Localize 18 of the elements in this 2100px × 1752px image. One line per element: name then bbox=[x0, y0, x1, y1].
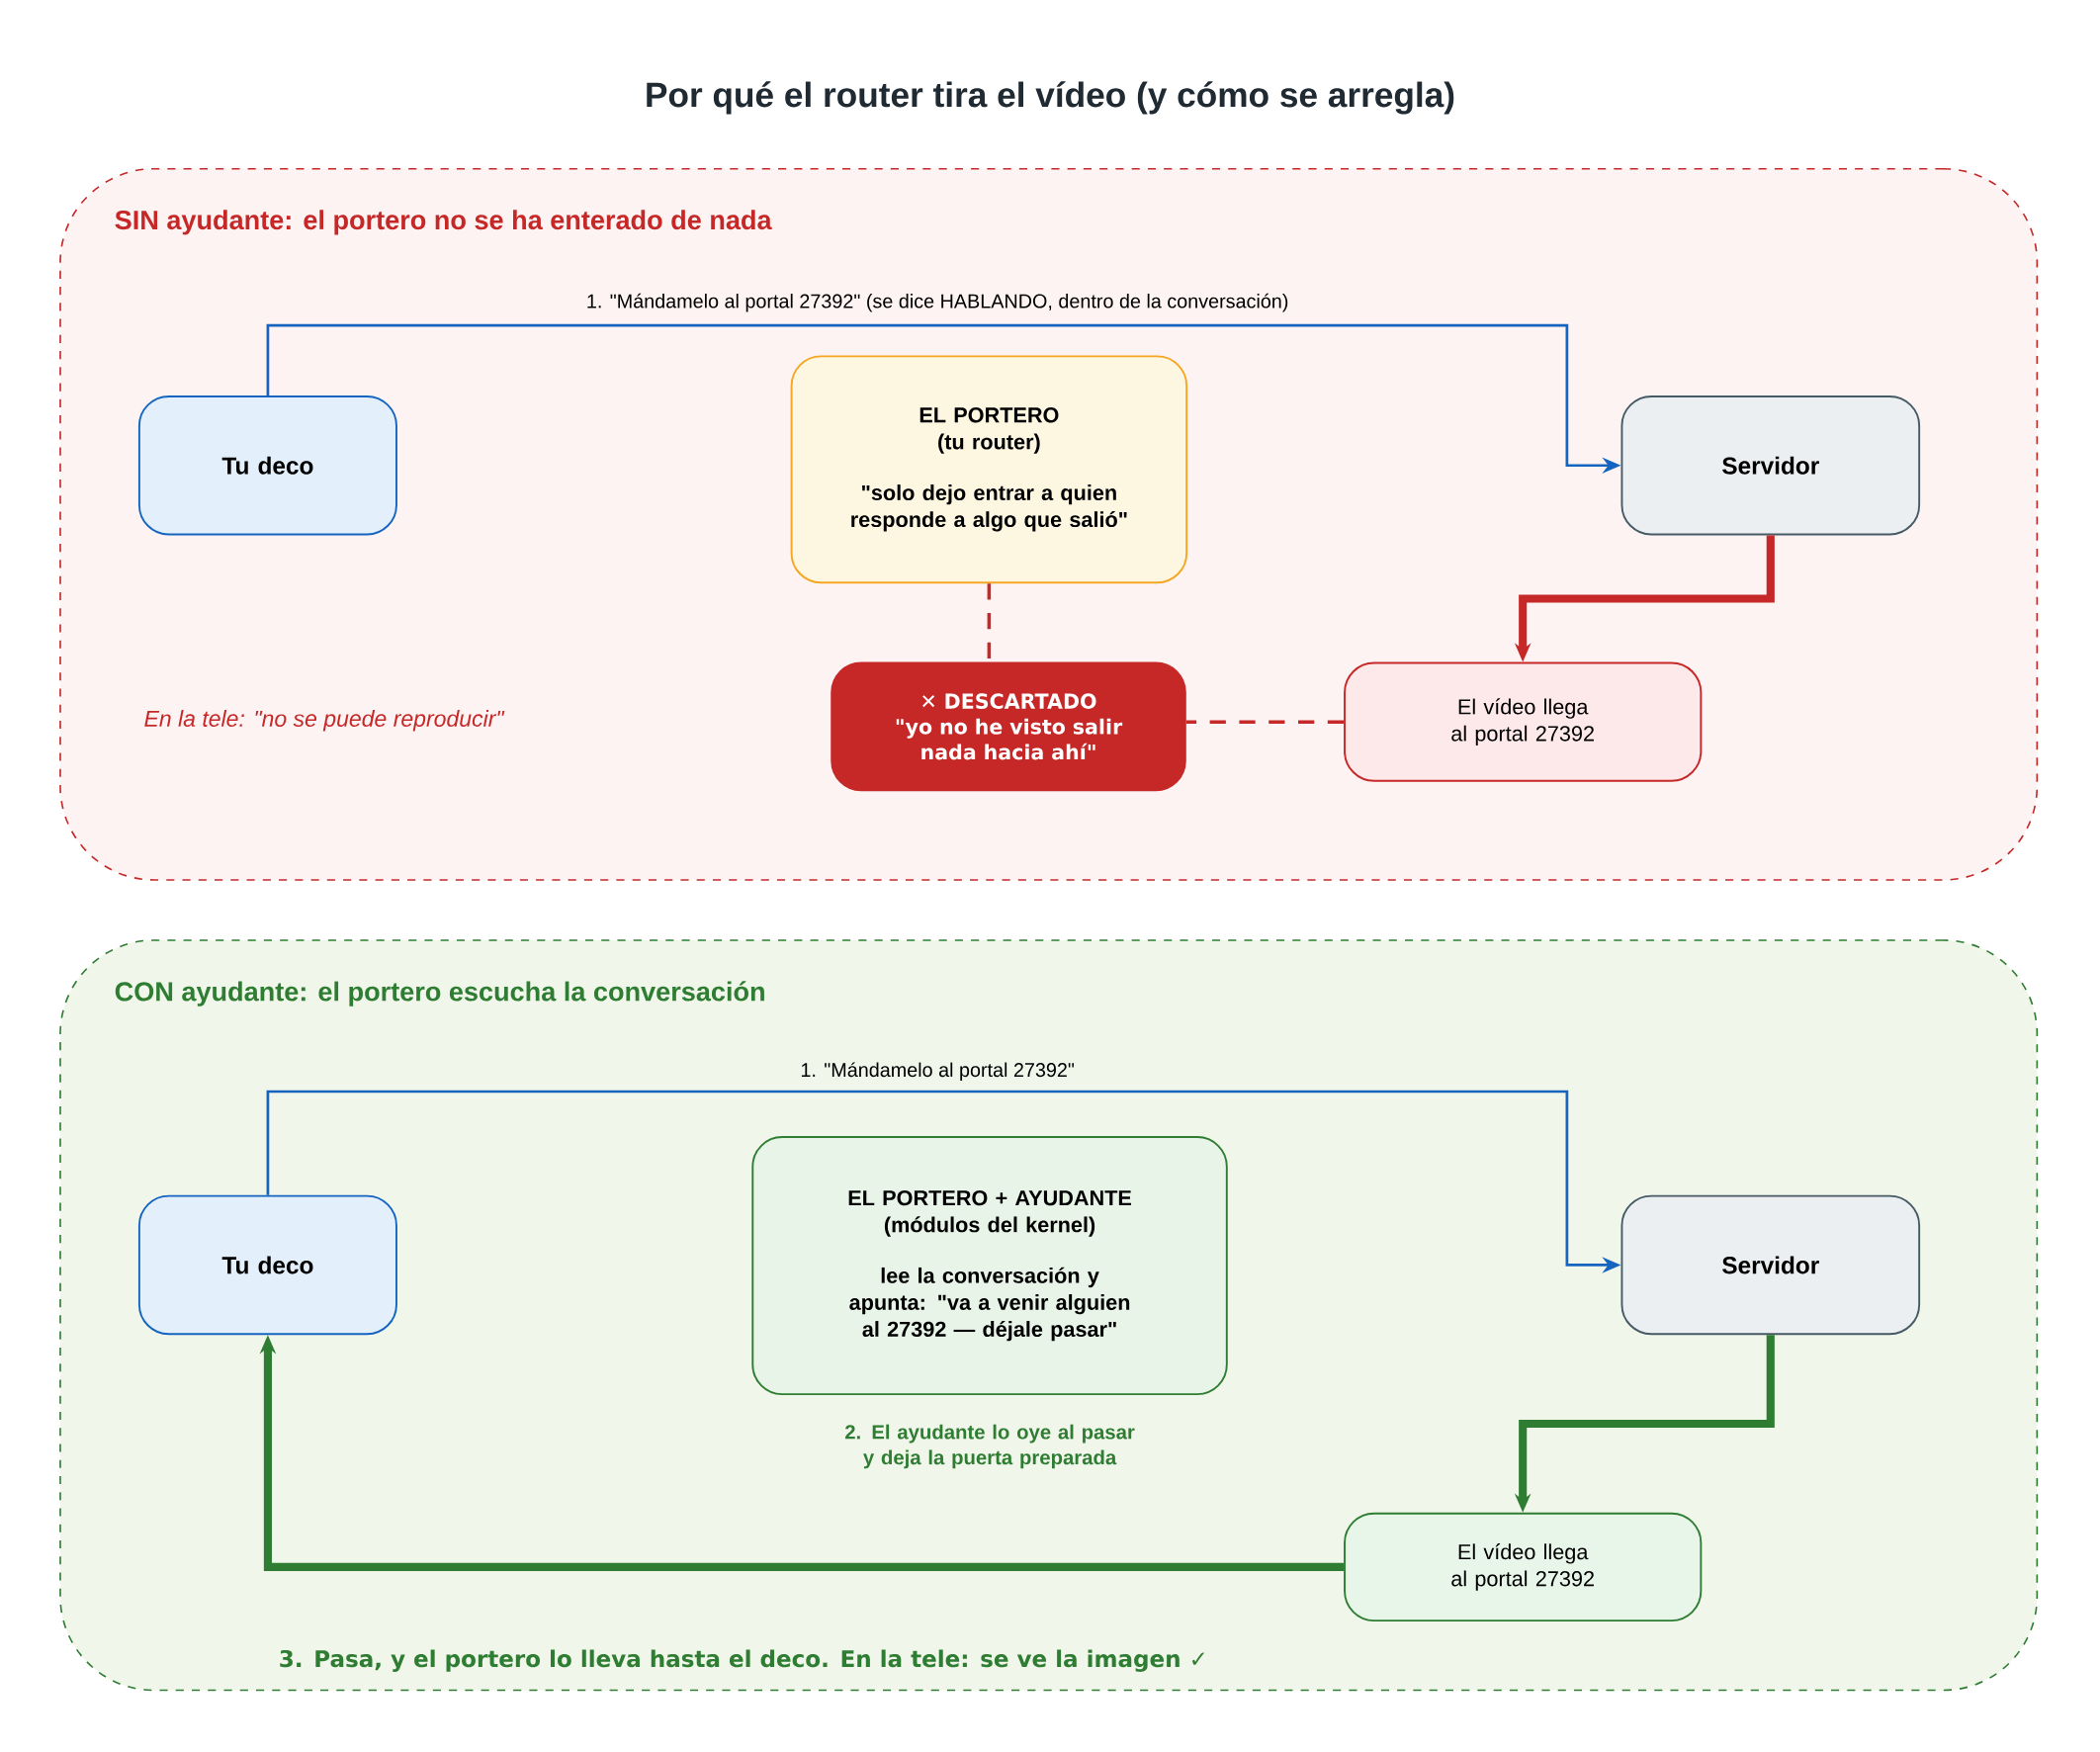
router-box: EL PORTERO + AYUDANTE (módulos del kernel) lee la conversación y apunta: "va a venir alguien al 27392 — déjale pasar" bbox=[751, 1136, 1228, 1396]
server-box: Servidor bbox=[1620, 395, 1921, 536]
device-box: Tu deco bbox=[137, 1194, 397, 1336]
video-box: El vídeo llega al portal 27392 bbox=[1344, 661, 1703, 782]
section-heading: SIN ayudante: el portero no se ha enterado de nada bbox=[115, 210, 772, 235]
video-box: El vídeo llega al portal 27392 bbox=[1344, 1512, 1703, 1622]
edge-label: 1. "Mándamelo al portal 27392" bbox=[796, 1058, 1080, 1086]
server-box: Servidor bbox=[1620, 1194, 1921, 1336]
dashed-connector bbox=[1185, 720, 1345, 724]
note-text: 3. Pasa, y el portero lo lleva hasta el deco. En la tele: se ve la imagen ✓ bbox=[280, 1649, 1204, 1673]
rejection-box: ✕ DESCARTADO "yo no he visto salir nada hacia ahí" bbox=[831, 661, 1186, 792]
router-box: EL PORTERO (tu router) "solo dejo entrar a quien responde a algo que salió" bbox=[790, 355, 1188, 584]
edge-label: 1. "Mándamelo al portal 27392" (se dice HABLANDO, dentro de la conversación) bbox=[581, 289, 1293, 316]
device-box: Tu deco bbox=[137, 395, 397, 536]
diagram-title: Por qué el router tira el vídeo (y cómo se arregla) bbox=[647, 81, 1454, 115]
note-text: En la tele: "no se puede reproducir" bbox=[144, 710, 505, 732]
section-heading: CON ayudante: el portero escucha la conversación bbox=[115, 981, 764, 1007]
note-text: 2. El ayudante lo oye al pasar y deja la puerta preparada bbox=[845, 1424, 1135, 1469]
